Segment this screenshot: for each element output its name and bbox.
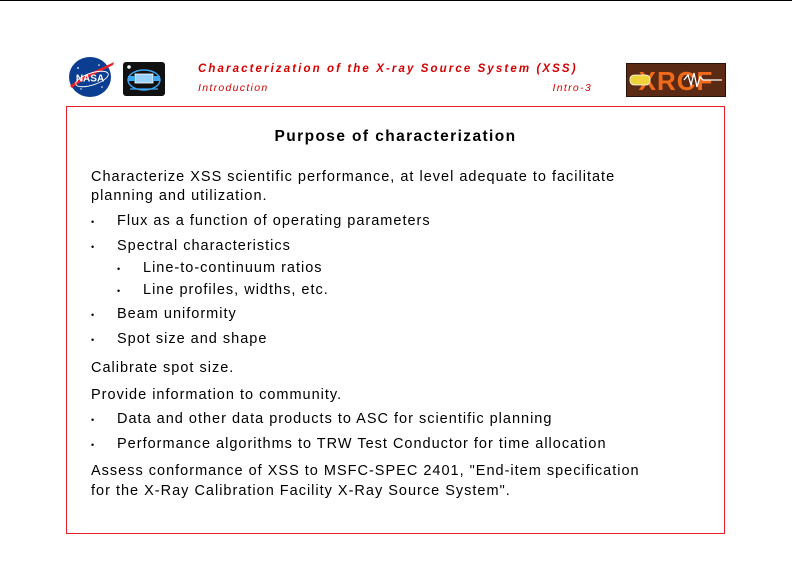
bullet-marker: • xyxy=(91,217,95,227)
list-item: Performance algorithms to TRW Test Condu… xyxy=(117,436,607,452)
bullet-marker: • xyxy=(91,415,95,425)
svg-text:NASA: NASA xyxy=(76,74,104,85)
sub-list-item: Line-to-continuum ratios xyxy=(143,260,323,276)
list-item: Data and other data products to ASC for … xyxy=(117,411,553,427)
bullet-marker: • xyxy=(91,335,95,345)
intro-line-1: Characterize XSS scientific performance,… xyxy=(91,169,616,185)
nasa-meatball-icon: NASA xyxy=(69,57,114,97)
slide-title: Purpose of characterization xyxy=(274,128,517,145)
top-rule xyxy=(0,0,792,1)
list-item: Flux as a function of operating paramete… xyxy=(117,213,431,229)
sub-bullet-marker: • xyxy=(117,286,121,296)
provide-line: Provide information to community. xyxy=(91,387,343,403)
assess-line-1: Assess conformance of XSS to MSFC-SPEC 2… xyxy=(91,463,640,479)
bullet-marker: • xyxy=(91,440,95,450)
intro-line-2: planning and utilization. xyxy=(91,188,268,204)
satellite-patch-icon xyxy=(123,62,165,96)
svg-text:XRCF: XRCF xyxy=(639,66,714,96)
bullet-marker: • xyxy=(91,310,95,320)
calibrate-line: Calibrate spot size. xyxy=(91,360,235,376)
xrcf-logo-icon: XRCF xyxy=(626,63,726,97)
sub-list-item: Line profiles, widths, etc. xyxy=(143,282,329,298)
header-subtitle: Introduction xyxy=(198,82,269,94)
list-item: Beam uniformity xyxy=(117,306,237,322)
content-frame: Purpose of characterization Characterize… xyxy=(66,106,725,534)
list-item: Spot size and shape xyxy=(117,331,268,347)
bullet-marker: • xyxy=(91,242,95,252)
assess-line-2: for the X-Ray Calibration Facility X-Ray… xyxy=(91,483,511,499)
list-item: Spectral characteristics xyxy=(117,238,291,254)
header-page-label: Intro-3 xyxy=(552,82,592,94)
sub-bullet-marker: • xyxy=(117,264,121,274)
header-title: Characterization of the X-ray Source Sys… xyxy=(198,63,578,75)
